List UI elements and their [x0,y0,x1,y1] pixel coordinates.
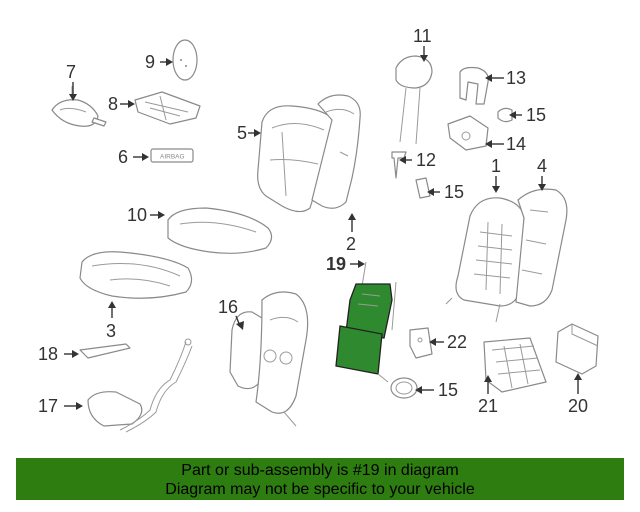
part-18-rod [79,343,131,359]
callout-19: 19 [326,254,346,274]
callout-1: 1 [491,156,501,176]
part-4-seatback-frame [515,188,568,307]
part-19-highlighted [335,261,397,383]
callout-17: 17 [38,396,58,416]
callout-21: 21 [478,396,498,416]
part-13-guide [459,66,489,105]
part-10-cushion-pad [167,207,273,254]
banner-line-2: Diagram may not be specific to your vehi… [165,481,475,498]
part-9-cap [172,39,198,81]
part-6-airbag-label [150,148,194,163]
airbag-label-text: AIRBAG [160,154,185,161]
callout-7: 7 [66,62,76,82]
part-20-module [555,323,599,375]
callout-11: 11 [413,26,432,46]
callout-12: 12 [416,150,436,170]
part-12-bolt [391,151,407,179]
callout-2: 2 [346,234,356,254]
part-17-harness [87,338,193,433]
callout-15c: 15 [438,380,458,400]
banner-line-1: Part or sub-assembly is #19 in diagram [181,462,459,479]
callout-labels: 7 8 9 6 5 2 10 3 11 13 15 14 12 15 1 4 1… [38,26,588,416]
callout-13: 13 [506,68,526,88]
leader-lines [64,46,582,410]
callout-5: 5 [237,123,247,143]
part-3-cushion-cover [79,251,193,299]
part-8-bracket [134,91,201,125]
callout-4: 4 [537,156,547,176]
callout-8: 8 [108,94,118,114]
part-21-panel [483,337,547,393]
part-22-switch [409,327,433,359]
callout-9: 9 [145,52,155,72]
part-15-clip-b [415,177,431,199]
part-1-seat-frame [445,197,525,323]
part-7-handle [51,86,107,127]
callout-15b: 15 [444,182,464,202]
callout-18: 18 [38,344,58,364]
callout-22: 22 [447,332,467,352]
part-2-seatback-pad [311,94,361,209]
part-15-ring [390,377,418,399]
callout-16: 16 [218,297,238,317]
callout-15a: 15 [526,105,546,125]
callout-10: 10 [127,205,147,225]
part-15-clip-a [497,107,513,123]
callout-20: 20 [568,396,588,416]
part-11-headrest [395,55,433,145]
part-16-side-panel [229,291,309,427]
callout-3: 3 [106,321,116,341]
part-14-bracket [447,115,489,151]
callout-14: 14 [506,134,526,154]
callout-6: 6 [118,147,128,167]
info-banner: Part or sub-assembly is #19 in diagram D… [16,458,624,500]
